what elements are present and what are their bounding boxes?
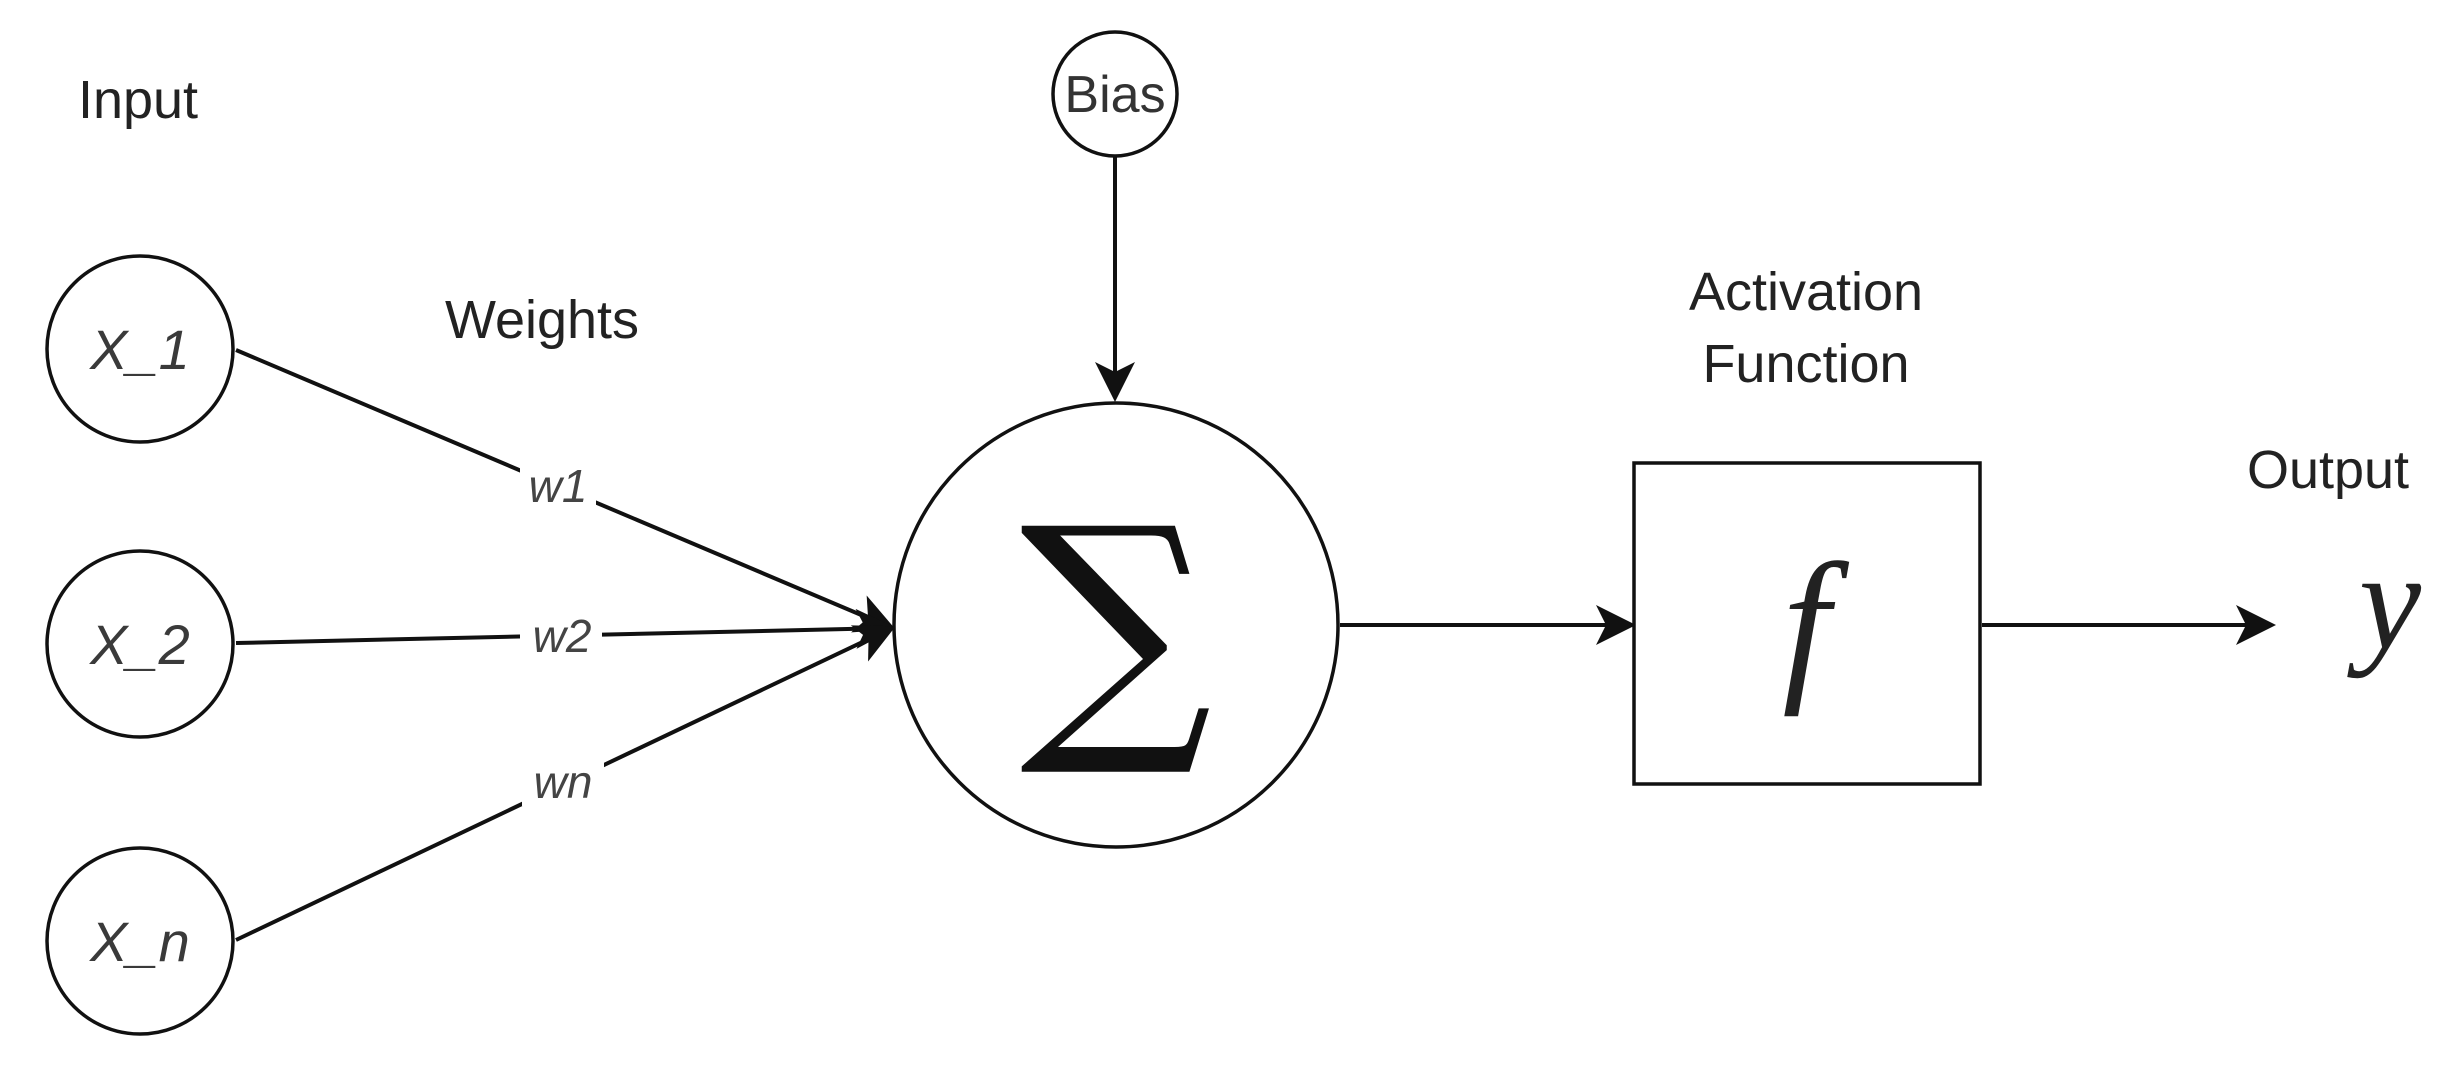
weight-label-wn: wn [534,756,593,808]
weight-label-wn-group: wn [522,756,604,808]
weights-section-label: Weights [445,290,639,350]
weight-label-w2: w2 [533,610,592,662]
activation-function-box: f [1632,461,1982,786]
input-section-label: Input [78,70,198,130]
weight-label-w2-group: w2 [520,610,602,662]
input-node-x1: X_1 [45,254,235,444]
input-node-xn: X_n [45,846,235,1036]
input-node-xn-label: X_n [88,910,190,973]
input-node-x2: X_2 [45,549,235,739]
input-node-x1-label: X_1 [88,318,190,381]
bias-node: Bias [1051,30,1179,158]
output-section-label: Output [2247,440,2409,500]
activation-section-label-line1: Activation [1689,262,1923,322]
input-node-x2-label: X_2 [88,613,190,676]
bias-node-label: Bias [1064,66,1165,124]
weight-label-w1-group: w1 [520,458,596,512]
output-symbol: y [2347,524,2422,679]
weight-label-w1: w1 [529,460,588,512]
activation-section-label-line2: Function [1702,334,1909,394]
summation-symbol: ∑ [1020,469,1213,784]
summation-node: ∑ [892,401,1340,849]
